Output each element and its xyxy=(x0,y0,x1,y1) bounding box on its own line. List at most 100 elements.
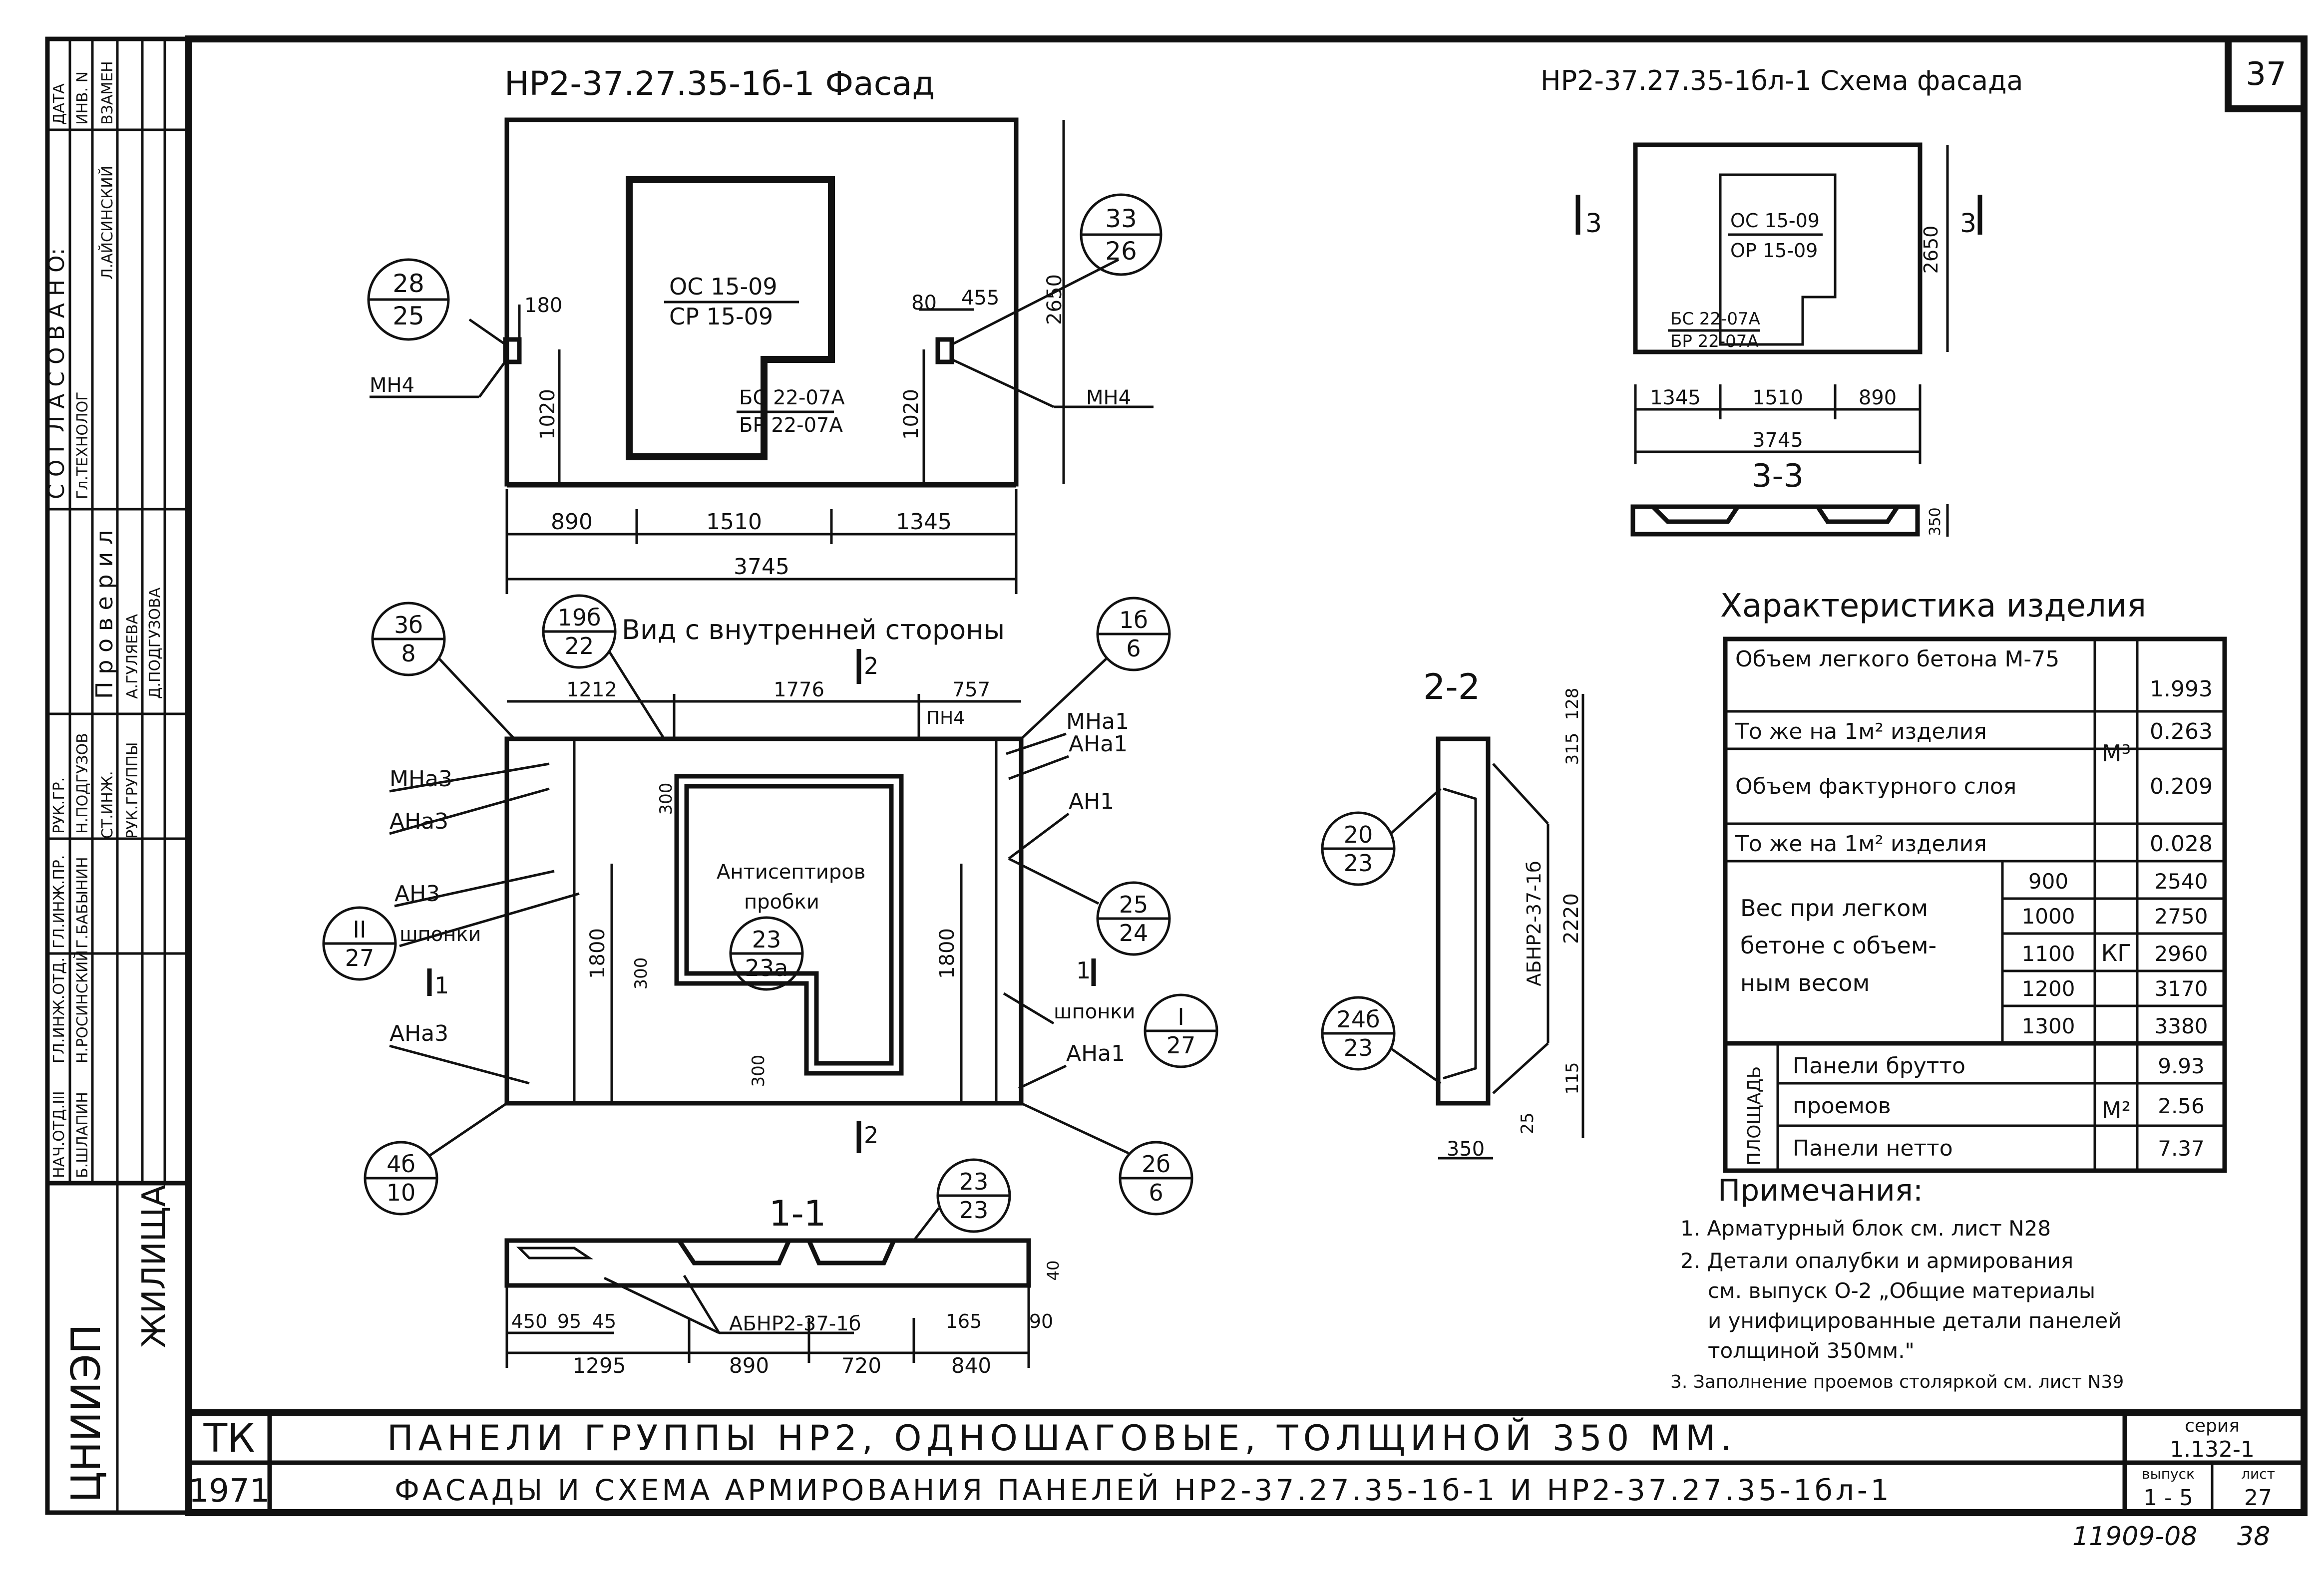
schema-dim-b2: 890 xyxy=(1859,386,1897,409)
tb-line1: ПАНЕЛИ ГРУППЫ НР2, ОДНОШАГОВЫЕ, ТОЛЩИНОЙ… xyxy=(387,1418,1737,1459)
facade-mn-right: МН4 xyxy=(1086,386,1131,409)
char-weight-3: ным весом xyxy=(1740,969,1870,996)
inner-callout-0-bottom: 8 xyxy=(401,640,415,667)
schema-dim-b0: 1345 xyxy=(1650,386,1701,409)
sec22-dim-3: 115 xyxy=(1562,1062,1582,1095)
inner-callout-4-bottom: 23а xyxy=(745,954,788,981)
note-1: 2. Детали опалубки и армирования xyxy=(1680,1249,2073,1273)
sec22-callout-b-bottom: 23 xyxy=(1344,1034,1373,1061)
sec11-dl-3: 840 xyxy=(951,1353,991,1378)
char-val-1: 0.263 xyxy=(2150,719,2213,744)
inner-dim-top-2: 757 xyxy=(952,678,990,701)
char-weight-v0: 2540 xyxy=(2155,869,2208,894)
stamp-c4-2: Д.ПОДГУЗОВА xyxy=(146,587,164,699)
sec22-dim-4: 25 xyxy=(1518,1112,1538,1134)
char-area-v2: 7.37 xyxy=(2158,1136,2205,1161)
stamp-c5-0: С О Г Л А С О В А Н О: xyxy=(44,248,69,499)
tb-issue-label: выпуск xyxy=(2142,1466,2195,1482)
inner-callout-I: I 27 xyxy=(1144,993,1218,1068)
facade-opening-top: ОС 15-09 xyxy=(669,273,777,300)
title-block xyxy=(189,1409,2304,1513)
stamp-text: НАЧ.ОТД.III ГЛ.ИНЖ.ОТД. ГЛ.ИНЖ.ПР. РУК.Г… xyxy=(44,61,173,1503)
char-density-2: 1100 xyxy=(2022,942,2075,966)
inner-view: Вид с внутренней стороны 1212 1776 757 П… xyxy=(322,594,1218,1216)
schema-door-top: БС 22-07А xyxy=(1670,309,1760,329)
char-row-0: Объем легкого бетона М-75 xyxy=(1735,646,2059,672)
char-val-0: 1.993 xyxy=(2150,676,2213,702)
inner-an1: АН1 xyxy=(1069,789,1114,814)
inner-antisept-1: Антисептиров xyxy=(717,861,865,884)
stamp-org: ЖИЛИЩА xyxy=(136,1185,173,1348)
char-density-4: 1300 xyxy=(2022,1014,2075,1038)
sec11-dl-1: 890 xyxy=(729,1353,769,1378)
char-weight-v4: 3380 xyxy=(2155,1014,2208,1038)
stamp-c3-0: СТ.ИНЖ. xyxy=(99,771,116,839)
facade-dim-180: 180 xyxy=(524,294,562,317)
facade-opening-bottom: СР 15-09 xyxy=(669,303,773,330)
facade-dim-total: 3745 xyxy=(734,554,789,580)
inner-callout-19b: 19б 22 xyxy=(542,594,666,740)
char-weight-unit: КГ xyxy=(2101,940,2132,966)
inner-callout-II: II 27 xyxy=(322,906,397,981)
facade-title: НР2-37.27.35-1б-1 Фасад xyxy=(504,64,935,103)
sec22-callout-a-top: 20 xyxy=(1344,821,1373,848)
inner-callout-5-top: 25 xyxy=(1119,891,1149,918)
schema-opening-top: ОС 15-09 xyxy=(1730,210,1820,232)
stamp-c2-3: Н.ПОДГУЗОВ xyxy=(74,733,91,834)
inner-callout-25: 25 24 xyxy=(1008,857,1171,956)
schema-dim-thickness: 350 xyxy=(1927,507,1944,536)
section-2-2: 2-2 АБНР2-37-1б 128 315 2220 115 25 350 … xyxy=(1321,666,1584,1161)
char-unit-volume: М³ xyxy=(2102,740,2131,767)
char-row-3: То же на 1м² изделия xyxy=(1735,831,1987,857)
facade-callout-right-bottom: 26 xyxy=(1105,237,1137,266)
note-0: 1. Арматурный блок см. лист N28 xyxy=(1680,1216,2051,1241)
section-1-1: 1-1 23 23 АБНР2-37-1б 450 95 45 165 90 4… xyxy=(504,1158,1063,1378)
inner-callout-4b: 4б 10 xyxy=(364,1102,508,1216)
inner-dim-300c: 300 xyxy=(749,1055,769,1087)
facade-dim-b2: 1345 xyxy=(896,509,952,535)
inner-callout-23: 23 23а xyxy=(729,916,804,991)
facade-outline xyxy=(504,117,1019,487)
stamp-c7-2: ВЗАМЕН xyxy=(99,61,116,125)
inner-ana3-bottom: АНа3 xyxy=(389,1021,448,1046)
facade-dim-80: 80 xyxy=(911,292,937,315)
tb-sheet-value: 27 xyxy=(2244,1485,2272,1511)
note-2: см. выпуск О-2 „Общие материалы xyxy=(1708,1278,2095,1303)
schema-section-title: 3-3 xyxy=(1752,458,1804,495)
inner-dim-top-1: 1776 xyxy=(774,678,824,701)
sec11-dl-2: 720 xyxy=(841,1353,881,1378)
char-title: Характеристика изделия xyxy=(1720,588,2146,625)
inner-callout-8-bottom: 6 xyxy=(1149,1179,1163,1206)
facade-callout-left-bottom: 25 xyxy=(392,302,424,330)
char-row-1: То же на 1м² изделия xyxy=(1735,719,1987,744)
sec22-callout-b-top: 24б xyxy=(1337,1006,1380,1033)
inner-callout-6-top: I xyxy=(1177,1003,1184,1030)
sec11-title: 1-1 xyxy=(769,1193,826,1234)
inner-mark-bottom: 2 xyxy=(864,1122,878,1149)
inner-title: Вид с внутренней стороны xyxy=(622,614,1005,645)
stamp-logo: ЦНИИЭП xyxy=(63,1324,109,1503)
tb-year: 1971 xyxy=(189,1473,270,1510)
char-area-1: проемов xyxy=(1793,1093,1891,1119)
facade-door-bottom: БР 22-07А xyxy=(739,414,843,437)
stamp-c3-2: РУК.ГРУППЫ xyxy=(124,742,141,839)
tb-series-value: 1.132-1 xyxy=(2170,1437,2255,1462)
facade-dim-b0: 890 xyxy=(551,509,593,535)
tb-code: ТК xyxy=(203,1416,255,1461)
stamp-c1-0: НАЧ.ОТД.III xyxy=(50,1091,68,1178)
sec11-du-4: 90 xyxy=(1029,1310,1053,1332)
stamp-c6-1: Л.АЙСИНСКИЙ xyxy=(98,166,116,280)
inner-callout-7-top: 4б xyxy=(387,1151,415,1178)
stamp-c1-3: РУК.ГР. xyxy=(50,777,68,834)
facade-callout-left: 28 25 xyxy=(367,258,450,341)
char-row-2: Объем фактурного слоя xyxy=(1735,774,2016,799)
char-weight-v3: 3170 xyxy=(2155,976,2208,1001)
inner-ana1-top: АНа1 xyxy=(1069,731,1128,757)
inner-callout-0-top: 3б xyxy=(394,612,423,638)
facade-dim-2650: 2650 xyxy=(1043,274,1066,325)
tb-sheet-label: лист xyxy=(2241,1466,2275,1482)
inner-callout-3-top: II xyxy=(353,916,366,943)
char-weight-2: бетоне с объем- xyxy=(1740,932,1937,959)
sec22-title: 2-2 xyxy=(1423,666,1480,707)
